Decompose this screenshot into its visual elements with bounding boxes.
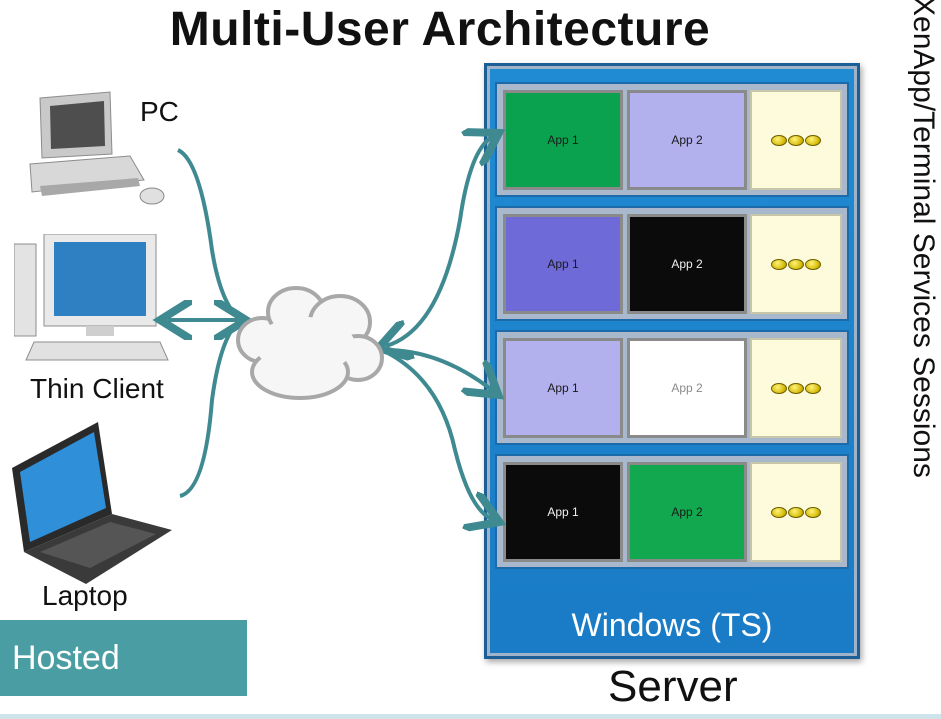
ellipsis-dot-icon: [771, 134, 787, 146]
app-tile: App 1: [503, 214, 623, 314]
pc-icon: [29, 91, 165, 205]
laptop-label: Laptop: [42, 580, 128, 611]
ellipsis-dot-icon: [788, 506, 804, 518]
ellipsis-dot-icon: [788, 382, 804, 394]
more-apps-indicator: [750, 214, 842, 314]
app-tile: App 2: [627, 90, 747, 190]
session4-link: [385, 350, 492, 519]
ellipsis-dot-icon: [771, 382, 787, 394]
ellipsis-dot-icon: [805, 258, 821, 270]
os-label: Windows (TS): [571, 607, 773, 643]
side-label: XenApp/Terminal Services Sessions: [907, 0, 940, 478]
app-tile: App 2: [627, 462, 747, 562]
more-apps-indicator: [750, 90, 842, 190]
bottom-divider: [0, 714, 941, 719]
laptop-icon: [12, 422, 172, 584]
app-tile: App 2: [627, 214, 747, 314]
app-tile: App 1: [503, 338, 623, 438]
ellipsis-dot-icon: [788, 258, 804, 270]
laptop-link: [179, 320, 240, 498]
server-label: Server: [608, 662, 738, 711]
app-tile: App 2: [627, 338, 747, 438]
ellipsis-dot-icon: [771, 258, 787, 270]
pc-label: PC: [140, 96, 179, 127]
app-tile: App 1: [503, 462, 623, 562]
hosted-tag: Hosted: [0, 620, 247, 696]
ellipsis-dot-icon: [805, 134, 821, 146]
more-apps-indicator: [750, 462, 842, 562]
session3-link: [385, 348, 492, 390]
thin-client-label: Thin Client: [30, 373, 164, 404]
page-title: Multi-User Architecture: [169, 3, 711, 56]
ellipsis-dot-icon: [771, 506, 787, 518]
more-apps-indicator: [750, 338, 842, 438]
session1-link: [386, 137, 492, 346]
thin-client-icon: [14, 234, 169, 361]
ellipsis-dot-icon: [805, 382, 821, 394]
ellipsis-dot-icon: [788, 134, 804, 146]
app-tile: App 1: [503, 90, 623, 190]
pc-link: [176, 148, 240, 320]
ellipsis-dot-icon: [805, 506, 821, 518]
